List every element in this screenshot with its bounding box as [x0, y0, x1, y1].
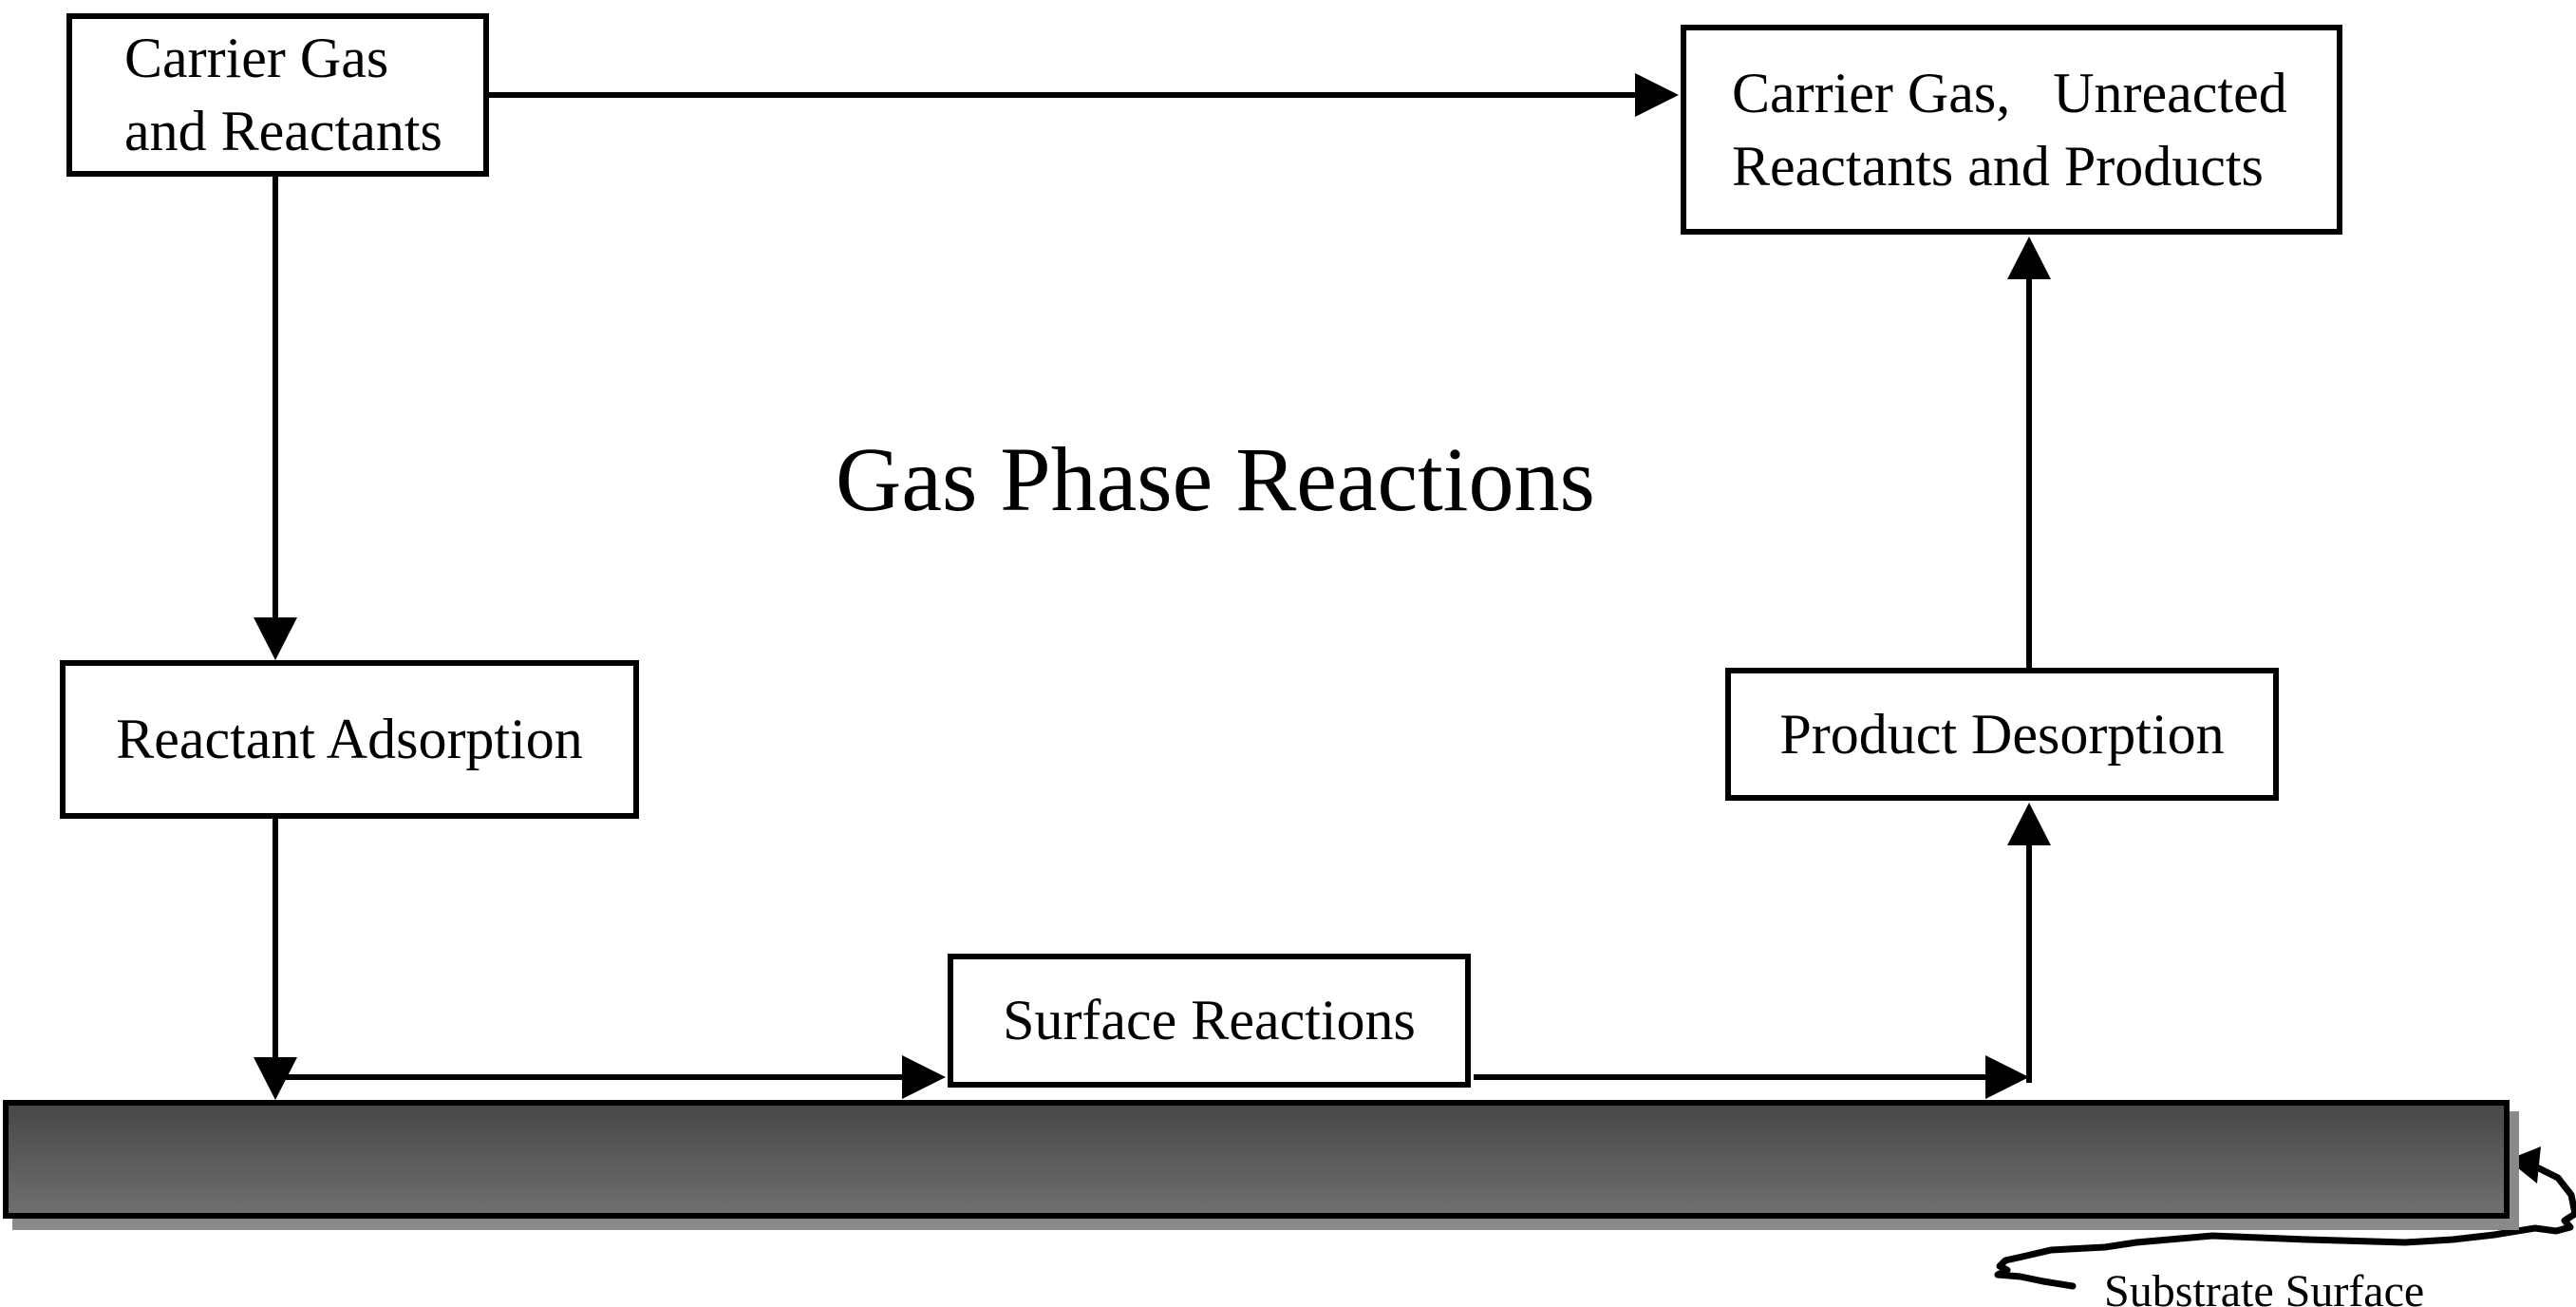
box-label: Surface Reactions: [1003, 989, 1416, 1052]
arrow-desorption-to-exhaust: [2007, 237, 2051, 668]
arrowhead-down-icon: [254, 617, 297, 660]
arrowhead-upleft-icon: [2508, 1146, 2541, 1184]
arrowhead-up-icon: [2007, 237, 2051, 279]
box-reactant-adsorption: Reactant Adsorption: [60, 660, 639, 819]
substrate-callout-squiggle: [1994, 1146, 2576, 1290]
arrowhead-right-icon: [1985, 1055, 2029, 1099]
box-label-line: Carrier Gas, Unreacted: [1732, 61, 2287, 124]
box-carrier-gas-unreacted-products: Carrier Gas, Unreacted Reactants and Pro…: [1681, 25, 2342, 235]
box-surface-reactions: Surface Reactions: [948, 954, 1471, 1088]
box-label: Reactant Adsorption: [116, 708, 583, 771]
box-label-line: Reactants and Products: [1732, 134, 2264, 198]
box-label-line: Carrier Gas: [124, 27, 389, 90]
arrowhead-down-icon: [254, 1057, 297, 1100]
arrow-carrier-to-exhaust: [489, 73, 1679, 117]
arrowhead-right-icon: [1635, 73, 1679, 117]
arrow-substrate-to-surface-reactions: [277, 1055, 946, 1099]
arrow-adsorption-to-substrate: [254, 819, 297, 1100]
box-carrier-gas-and-reactants: Carrier Gas and Reactants: [66, 13, 489, 177]
substrate-surface-label: Substrate Surface: [2104, 1266, 2425, 1307]
arrowhead-up-icon: [2007, 803, 2051, 845]
substrate-bar: [3, 1100, 2510, 1219]
arrowhead-right-icon: [902, 1055, 946, 1099]
arrow-carrier-to-adsorption: [254, 177, 297, 660]
gas-phase-reactions-title: Gas Phase Reactions: [836, 428, 1595, 530]
arrow-surface-reactions-to-desorption: [1474, 1055, 2029, 1099]
box-label-line: and Reactants: [124, 100, 442, 162]
arrow-substrate-to-desorption: [2007, 803, 2051, 1083]
box-label: Product Desorption: [1779, 702, 2225, 766]
box-product-desorption: Product Desorption: [1725, 668, 2279, 801]
